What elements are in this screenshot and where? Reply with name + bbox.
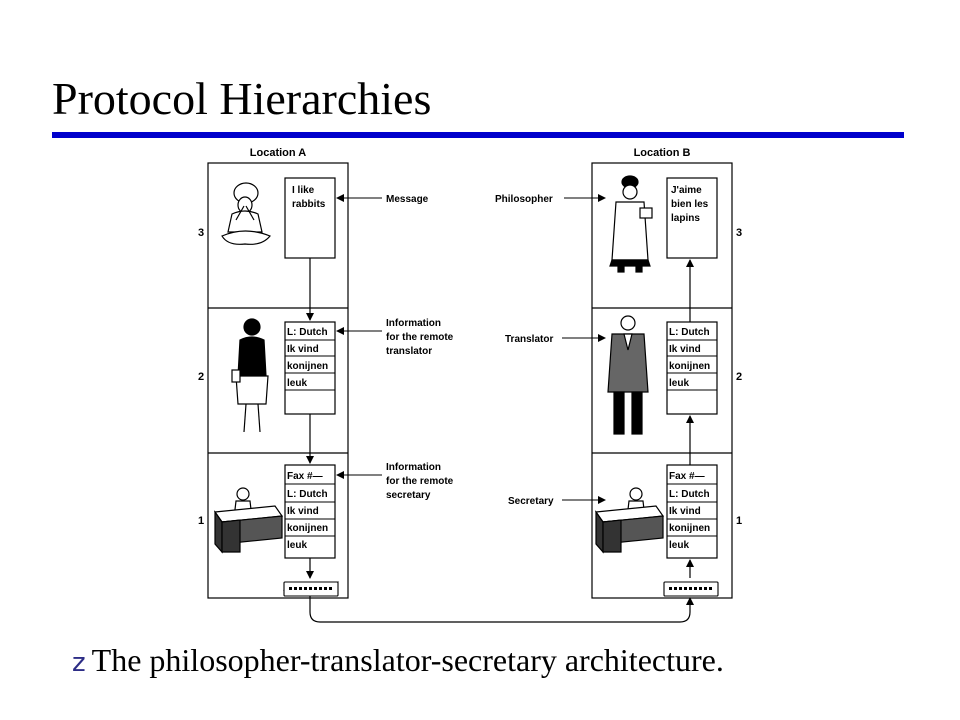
svg-text:Fax #—: Fax #— <box>669 471 705 482</box>
svg-text:L: Dutch: L: Dutch <box>669 327 710 338</box>
svg-text:leuk: leuk <box>287 378 307 389</box>
svg-text:konijnen: konijnen <box>287 523 328 534</box>
location-b-label: Location B <box>634 147 691 159</box>
info-translator-label: Information for the remote translator <box>386 318 454 357</box>
fax-machine-b-icon <box>663 581 719 597</box>
title-underline <box>52 132 904 138</box>
svg-text:leuk: leuk <box>669 540 689 551</box>
svg-text:for the remote: for the remote <box>386 332 454 343</box>
translator-a-icon <box>231 318 269 433</box>
svg-text:rabbits: rabbits <box>292 199 326 210</box>
physical-link <box>309 596 694 623</box>
svg-text:konijnen: konijnen <box>287 361 328 372</box>
location-a-stack <box>207 162 349 599</box>
message-label: Message <box>386 194 429 205</box>
svg-text:Information: Information <box>386 318 441 329</box>
doc-a-layer3: I like rabbits <box>284 177 336 259</box>
svg-text:Information: Information <box>386 462 441 473</box>
fax-machine-a-icon <box>283 581 339 597</box>
layer-number-a-3: 3 <box>198 227 204 239</box>
svg-text:for the remote: for the remote <box>386 476 454 487</box>
svg-text:bien les: bien les <box>671 199 709 210</box>
svg-text:translator: translator <box>386 346 432 357</box>
svg-text:Ik vind: Ik vind <box>287 506 319 517</box>
info-secretary-label: Information for the remote secretary <box>386 462 454 501</box>
svg-text:L: Dutch: L: Dutch <box>287 327 328 338</box>
location-b-stack <box>591 162 733 599</box>
doc-b-layer1: Fax #— L: Dutch Ik vind konijnen leuk <box>666 464 718 559</box>
svg-text:L: Dutch: L: Dutch <box>287 489 328 500</box>
layer-number-b-1: 1 <box>736 515 742 527</box>
svg-text:Fax #—: Fax #— <box>287 471 323 482</box>
location-a-label: Location A <box>250 147 306 159</box>
doc-a-layer2: L: Dutch Ik vind konijnen leuk <box>284 321 336 415</box>
philosopher-label: Philosopher <box>495 194 553 205</box>
layer-number-a-1: 1 <box>198 515 204 527</box>
svg-text:konijnen: konijnen <box>669 361 710 372</box>
layer-number-a-2: 2 <box>198 371 204 383</box>
svg-text:leuk: leuk <box>287 540 307 551</box>
bullet-marker: z <box>72 648 86 678</box>
secretary-a-icon <box>213 487 284 554</box>
philosopher-a-icon <box>221 182 271 245</box>
layer-number-b-2: 2 <box>736 371 742 383</box>
svg-text:leuk: leuk <box>669 378 689 389</box>
svg-text:I like: I like <box>292 185 315 196</box>
svg-text:J'aime: J'aime <box>671 185 702 196</box>
doc-b-layer3: J'aime bien les lapins <box>666 177 718 259</box>
svg-text:lapins: lapins <box>671 213 700 224</box>
doc-b-layer2: L: Dutch Ik vind konijnen leuk <box>666 321 718 415</box>
philosopher-b-icon <box>609 175 653 273</box>
secretary-label: Secretary <box>508 496 554 507</box>
svg-text:Ik vind: Ik vind <box>669 506 701 517</box>
svg-text:L: Dutch: L: Dutch <box>669 489 710 500</box>
secretary-b-icon <box>594 487 665 554</box>
bullet-text: The philosopher-translator-secretary arc… <box>91 642 724 678</box>
svg-text:konijnen: konijnen <box>669 523 710 534</box>
svg-text:Ik vind: Ik vind <box>669 344 701 355</box>
translator-label: Translator <box>505 334 553 345</box>
slide-title: Protocol Hierarchies <box>52 73 432 124</box>
doc-a-layer1: Fax #— L: Dutch Ik vind konijnen leuk <box>284 464 336 559</box>
layer-number-b-3: 3 <box>736 227 742 239</box>
svg-text:secretary: secretary <box>386 490 431 501</box>
svg-text:Ik vind: Ik vind <box>287 344 319 355</box>
translator-b-icon <box>607 315 649 435</box>
